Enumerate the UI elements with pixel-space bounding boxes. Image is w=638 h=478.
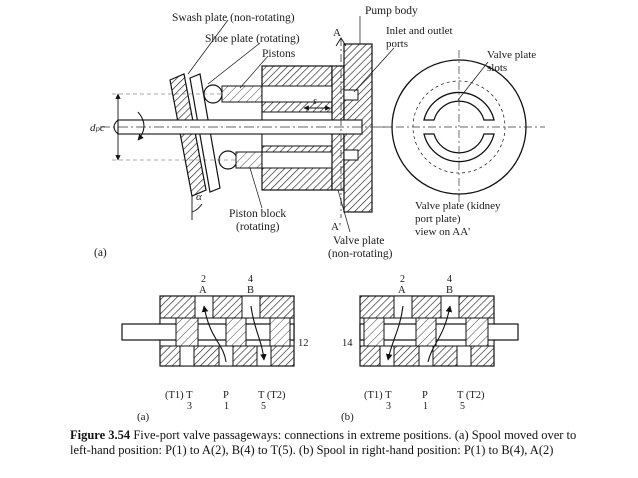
cylinder-bore-top xyxy=(261,85,333,103)
port-bottom xyxy=(343,149,359,161)
label-kidney-1: Valve plate (kidney xyxy=(415,200,501,212)
label-valve-plate-slots-1: Valve plate xyxy=(487,49,536,61)
flow-arrow-p-to-b xyxy=(427,305,453,363)
pump-drawing xyxy=(100,16,545,233)
left-port4-num: 4 xyxy=(248,274,253,285)
left-label-t1: (T1) T xyxy=(165,390,193,401)
label-piston-block-1: Piston block xyxy=(229,208,286,220)
swash-plate xyxy=(169,73,207,197)
label-pistons: Pistons xyxy=(262,48,296,60)
label-stroke-s: s xyxy=(313,96,317,107)
left-port4-letter: B xyxy=(247,285,254,296)
label-inlet-outlet-1: Inlet and outlet xyxy=(386,25,453,37)
left-label-p: P xyxy=(223,390,229,401)
label-section-a-prime: A' xyxy=(331,221,341,233)
flow-arrow-a-to-t xyxy=(385,305,404,361)
left-num-3: 3 xyxy=(187,401,192,412)
caption-figure-number: Figure 3.54 xyxy=(70,428,131,442)
label-inlet-outlet-2: ports xyxy=(386,38,408,50)
left-num-5: 5 xyxy=(261,401,266,412)
right-num-1: 1 xyxy=(423,401,428,412)
left-panel-label: (a) xyxy=(137,411,150,423)
right-pilot-14: 14 xyxy=(342,338,353,349)
label-valve-plate-non-1: Valve plate xyxy=(333,235,384,247)
port-top xyxy=(343,89,359,101)
flow-arrow-b-to-t xyxy=(250,305,267,361)
spool-valve-right xyxy=(359,295,519,367)
label-valve-plate-non-2: (non-rotating) xyxy=(328,248,393,260)
figure-caption: Figure 3.54 Five-port valve passageways:… xyxy=(70,428,630,458)
right-label-p: P xyxy=(422,390,428,401)
label-section-a: A xyxy=(333,27,341,39)
spool-left xyxy=(121,323,295,341)
left-port2-letter: A xyxy=(199,285,207,296)
label-pump-body: Pump body xyxy=(365,5,418,17)
right-label-t2: T (T2) xyxy=(457,390,485,401)
caption-line-1: Five-port valve passageways: connections… xyxy=(130,428,577,442)
left-port2-num: 2 xyxy=(201,274,206,285)
label-alpha: α xyxy=(196,191,202,203)
right-port2-letter: A xyxy=(398,285,406,296)
left-label-t2: T (T2) xyxy=(258,390,286,401)
label-piston-block-2: (rotating) xyxy=(236,221,280,233)
right-num-5: 5 xyxy=(460,401,465,412)
label-shoe-plate: Shoe plate (rotating) xyxy=(205,33,300,45)
cylinder-bore-bottom xyxy=(261,151,333,169)
spool-valve-left xyxy=(121,295,295,367)
right-port4-num: 4 xyxy=(447,274,452,285)
right-panel-label: (b) xyxy=(341,411,354,423)
label-kidney-2: port plate) xyxy=(415,213,461,225)
label-panel-a-top: (a) xyxy=(94,247,107,259)
kidney-port-top xyxy=(423,91,495,121)
right-num-3: 3 xyxy=(386,401,391,412)
label-valve-plate-slots-2: slots xyxy=(487,62,507,74)
left-num-1: 1 xyxy=(224,401,229,412)
right-label-t1: (T1) T xyxy=(364,390,392,401)
flow-arrow-p-to-a xyxy=(201,305,227,363)
label-dpc: dₚc xyxy=(90,122,105,134)
left-pilot-12: 12 xyxy=(298,338,309,349)
kidney-port-bottom xyxy=(423,133,495,163)
label-kidney-3: view on AA' xyxy=(415,226,470,238)
rotation-arrow xyxy=(137,111,145,141)
label-swash-plate: Swash plate (non-rotating) xyxy=(172,12,295,24)
right-port2-num: 2 xyxy=(400,274,405,285)
caption-line-2: left-hand position: P(1) to A(2), B(4) t… xyxy=(70,443,554,457)
right-port4-letter: B xyxy=(446,285,453,296)
